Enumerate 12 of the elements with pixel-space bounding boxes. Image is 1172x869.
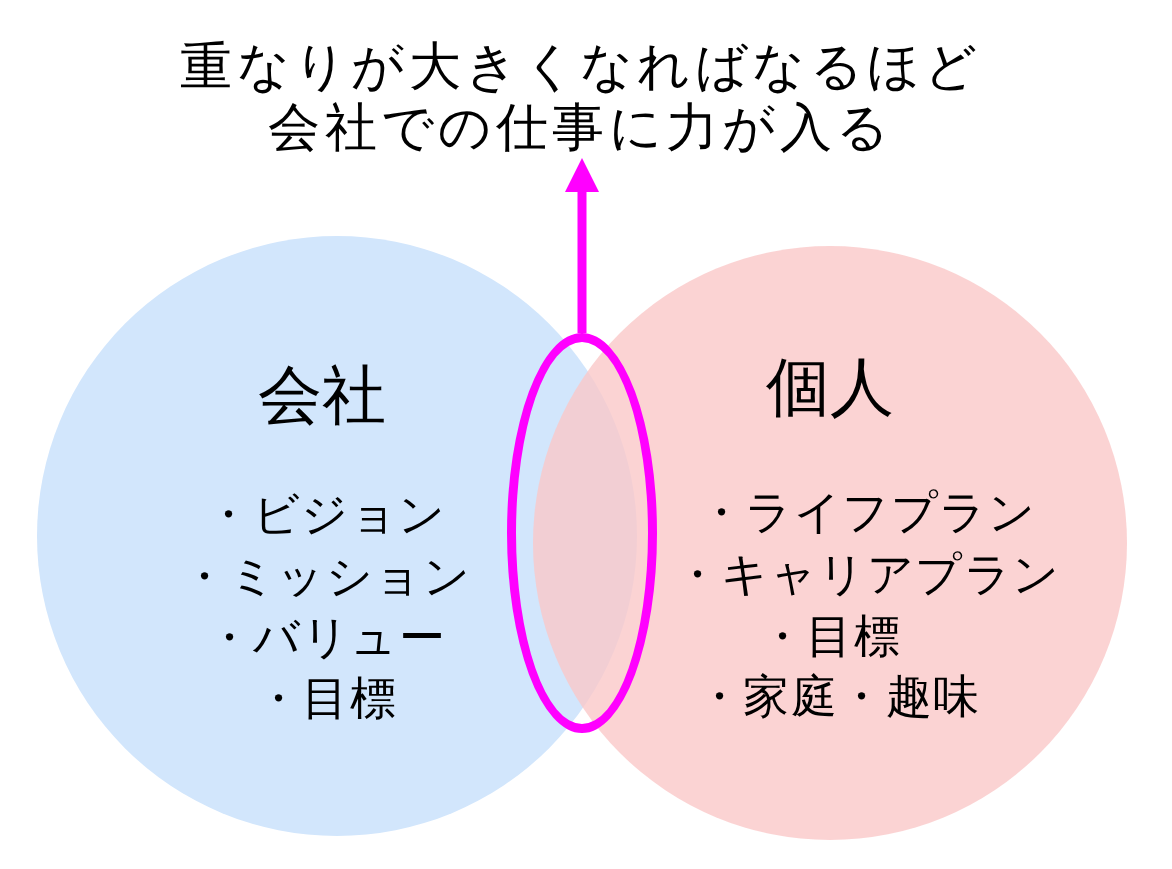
list-item: ・目標 (254, 675, 398, 721)
circle-title: 会社 (258, 363, 386, 427)
arrow (565, 158, 599, 333)
heading-text: 重なりが大きくなればなるほど会社での仕事に力が入る (176, 36, 986, 158)
list-item: ・キャリアプラン (673, 551, 1061, 597)
list-item: ・ミッション (181, 553, 471, 599)
list-item: ・ビジョン (205, 491, 447, 537)
list-item: ・目標 (758, 613, 902, 659)
circle-title: 個人 (766, 355, 894, 419)
list-item: ・ライフプラン (697, 489, 1037, 535)
list-item: ・家庭・趣味 (695, 673, 981, 719)
list-item: ・バリュー (205, 614, 447, 660)
